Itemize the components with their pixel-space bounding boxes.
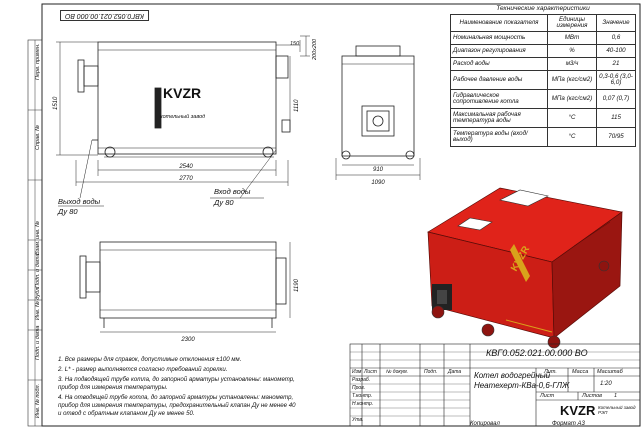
spec-row: Температура воды (вход/выход) °С 70/95 <box>450 127 636 147</box>
note-2: 2. L* - размер выполняется согласно треб… <box>58 366 228 373</box>
tb-col-list: Лист <box>364 369 377 375</box>
spec-row: Номинальная мощность МВт 0,6 <box>450 31 636 45</box>
tb-scale-label: Масштаб <box>597 369 623 375</box>
tb-logo: KVZR <box>560 403 596 418</box>
tb-col-date: Дата <box>448 369 462 375</box>
note-3b: прибор для измерения температуры. <box>58 384 168 391</box>
spec-row: Рабочее давление воды МПа (кгс/см2) 0,3-… <box>450 70 636 90</box>
title-name-1: Котел водогрейный <box>474 371 551 380</box>
spec-header-unit: Единицы измерения <box>547 14 597 32</box>
tb-role-1: Разраб. <box>352 377 371 383</box>
front-brand: KVZR <box>163 85 201 101</box>
tb-role-3: Т.контр. <box>352 393 373 399</box>
dim-910: 910 <box>373 167 384 173</box>
tb-role-2: Пров. <box>352 385 366 391</box>
dim-2540: 2540 <box>178 164 193 170</box>
note-4c: и отвод с обратным клапаном Ду не менее … <box>58 410 195 417</box>
spec-caption: Технические характеристики <box>496 5 590 13</box>
note-4b: прибор для измерения температуры, предох… <box>58 402 296 409</box>
title-name-2: Неатехерт-КВа-0,6-ГЛЖ <box>474 381 570 390</box>
spec-row: Максимальная рабочая температура воды °С… <box>450 108 636 128</box>
note-4: 4. На отводящей трубе котла, до запорной… <box>58 394 294 401</box>
tb-sheets-value: 1 <box>614 393 618 399</box>
tb-mass-label: Масса <box>572 369 589 375</box>
title-block <box>349 343 641 427</box>
tb-scale-value: 1:20 <box>600 381 612 387</box>
dim-150: 150 <box>290 41 300 47</box>
tb-lit-label: Лит. <box>544 369 557 375</box>
note-3: 3. На подводящей трубе котла, до запорно… <box>58 376 295 383</box>
dim-1190: 1190 <box>294 278 300 292</box>
water-out-dn: Ду 80 <box>58 207 78 216</box>
spec-row: Гидравлическое сопротивление котла МПа (… <box>450 89 636 109</box>
dim-1510: 1510 <box>53 96 59 110</box>
dim-2300: 2300 <box>180 337 195 343</box>
tb-sheet-label: Лист <box>540 393 555 399</box>
tb-logo-sub: Котельный завод РЭП <box>598 405 636 415</box>
title-code: КВГ0.052.021.00.000 ВО <box>486 348 588 358</box>
tb-col-doc: № докум. <box>386 369 409 375</box>
spec-header-name: Наименование показателя <box>450 14 548 32</box>
tb-role-4: Н.контр. <box>352 401 374 407</box>
plan-view <box>79 241 291 333</box>
front-brand-sub: котельный завод <box>160 113 205 120</box>
boiler-3d <box>427 187 623 349</box>
tb-role-5: Утв. <box>352 417 364 423</box>
format-label: Формат А3 <box>552 421 585 427</box>
note-1: 1. Все размеры для справок, допустимые о… <box>58 356 242 363</box>
dim-1090: 1090 <box>371 180 385 186</box>
side-view <box>335 45 421 180</box>
tb-col-sign: Подп. <box>424 369 438 375</box>
spec-table: Технические характеристики Наименование … <box>450 5 636 147</box>
spec-row: Расход воды м3/ч 21 <box>450 57 636 71</box>
water-in-dn: Ду 80 <box>214 198 234 207</box>
copied-label: Копировал <box>470 421 500 427</box>
water-in-label: Вход воды <box>214 187 251 196</box>
dim-2770: 2770 <box>178 176 193 182</box>
spec-header-value: Значение <box>596 14 636 32</box>
spec-row: Диапазон регулирования % 40-100 <box>450 44 636 58</box>
water-out-label: Выход воды <box>58 197 101 206</box>
front-view <box>77 41 291 158</box>
dim-1110: 1110 <box>294 99 300 112</box>
tb-col-izm: Изм <box>352 369 362 375</box>
dim-200x200: 200х200 <box>312 38 318 61</box>
tb-sheets-label: Листов <box>582 393 603 399</box>
